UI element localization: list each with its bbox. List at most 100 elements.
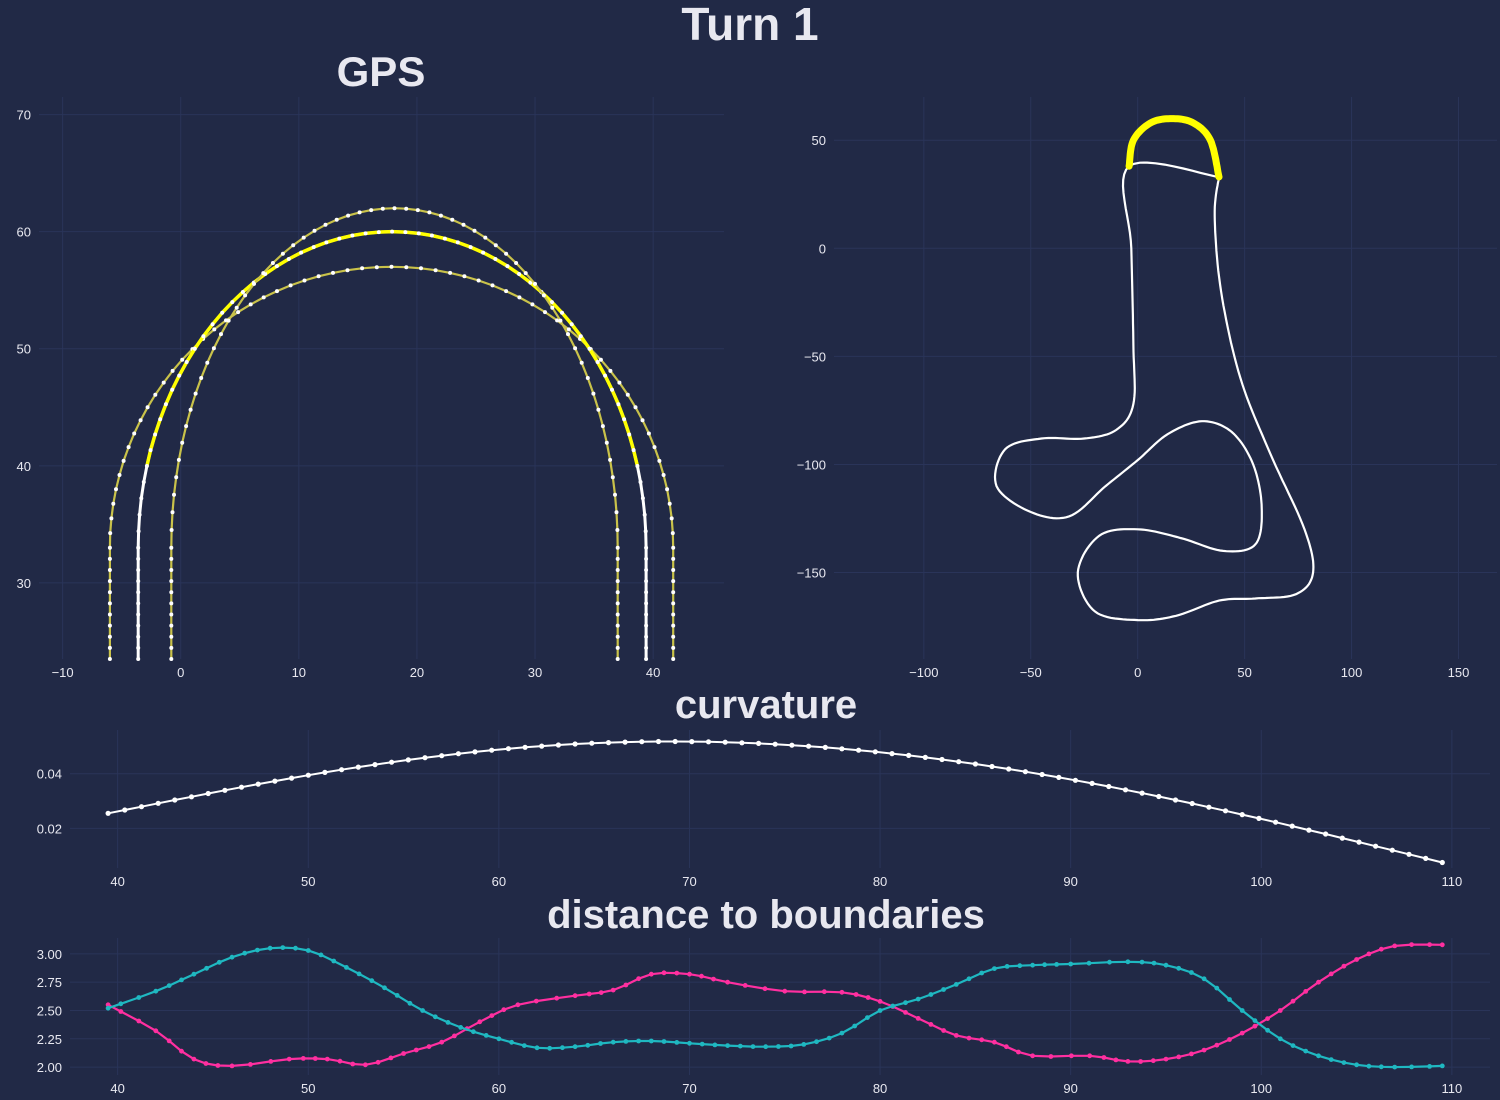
distance-pink-point: [1378, 946, 1384, 952]
distance-cyan-point: [420, 1008, 425, 1013]
distance-pink-point: [191, 1056, 197, 1062]
distance-cyan-point: [725, 1043, 730, 1048]
curvature-point: [188, 794, 195, 800]
distance-pink-point: [661, 970, 667, 976]
distance-pink-point: [489, 1013, 495, 1018]
gps-inner-boundary-point: [614, 510, 619, 515]
distance-cyan-point: [382, 985, 387, 991]
gps-outer-boundary-point: [404, 265, 409, 270]
gps-outer-boundary-point: [667, 501, 672, 506]
gps-x-tick-label: 30: [528, 665, 542, 680]
gps-outer-boundary-point: [107, 568, 112, 572]
gps-inner-boundary-point: [392, 206, 397, 211]
distance-pink-point: [1366, 951, 1372, 957]
curvature-point: [505, 746, 511, 752]
distance-pink-point: [1125, 1059, 1131, 1064]
gps-inner-boundary-point: [573, 346, 578, 351]
distance-pink-point: [1004, 1044, 1009, 1050]
distance-pink-point: [1341, 963, 1347, 969]
distance-cyan-point: [1316, 1053, 1321, 1059]
distance-pink-point: [623, 982, 629, 988]
curvature-x-tick-label: 100: [1250, 874, 1272, 889]
distance-cyan-point: [915, 996, 921, 1002]
distance-cyan-point: [1290, 1043, 1296, 1048]
gps-outer-boundary-point: [275, 289, 279, 294]
distance-pink-point: [1113, 1057, 1119, 1063]
distance-pink-point: [248, 1062, 253, 1067]
distance-pink-point: [802, 989, 807, 995]
gps-inner-boundary-point: [180, 440, 185, 445]
distance-pink-point: [648, 971, 654, 977]
gps-outer-boundary-point: [107, 623, 112, 628]
gps-outer-boundary-point: [132, 431, 137, 436]
gps-outer-boundary-point: [117, 473, 122, 477]
gps-inner-boundary-point: [615, 623, 620, 628]
distance-cyan-point: [1054, 962, 1059, 967]
gps-racing-line-point: [136, 634, 141, 639]
gps-inner-boundary-point: [346, 213, 351, 218]
distance-cyan-point: [445, 1020, 451, 1025]
curvature-point: [1339, 835, 1345, 841]
distance-cyan-point: [1439, 1063, 1445, 1069]
curvature-point: [689, 739, 695, 745]
curvature-x-tick-label: 40: [110, 874, 124, 889]
map-y-tick-label: 50: [812, 133, 826, 148]
distance-pink-point: [1354, 957, 1359, 962]
gps-outer-boundary-point: [108, 531, 113, 536]
gps-outer-boundary-point: [180, 357, 185, 362]
distance-x-tick-label: 50: [301, 1081, 315, 1096]
distance-cyan-point: [153, 988, 159, 994]
distance-cyan-point: [105, 1005, 111, 1011]
curvature-point: [372, 762, 378, 768]
gps-inner-boundary-point: [610, 475, 615, 480]
distance-pink-point: [363, 1062, 368, 1068]
distance-x-tick-label: 60: [492, 1081, 506, 1096]
gps-outer-boundary-point: [671, 568, 676, 572]
gps-inner-boundary-point: [169, 545, 174, 550]
gps-outer-boundary-point: [212, 327, 217, 332]
distance-pink-point: [979, 1037, 985, 1043]
distance-cyan-point: [1163, 962, 1169, 968]
distance-pink-point: [742, 983, 748, 988]
gps-racing-line-point: [622, 417, 627, 422]
gps-outer-boundary-point: [646, 431, 651, 436]
gps-inner-boundary-point: [514, 261, 519, 265]
gps-outer-boundary-point: [598, 357, 603, 362]
distance-pink-point: [1303, 989, 1309, 994]
map-x-tick-label: 0: [1134, 665, 1141, 680]
gps-racing-line-point: [627, 432, 632, 437]
curvature-point: [1239, 812, 1245, 818]
gps-outer-boundary-point: [671, 545, 676, 550]
distance-x-tick-label: 40: [110, 1081, 124, 1096]
gps-outer-boundary-point: [107, 601, 112, 606]
curvature-x-tick-label: 60: [492, 874, 506, 889]
distance-x-tick-label: 100: [1250, 1081, 1272, 1096]
distance-cyan-point: [1201, 976, 1207, 982]
distance-pink-point: [286, 1056, 292, 1062]
gps-outer-boundary-point: [543, 310, 547, 315]
distance-pink-point: [928, 1022, 934, 1027]
distance-cyan-point: [191, 971, 197, 977]
curvature-point: [1072, 777, 1078, 783]
curvature-point: [1189, 800, 1195, 807]
gps-y-tick-label: 50: [17, 342, 31, 357]
curvature-point: [839, 746, 845, 752]
gps-inner-boundary-point: [169, 590, 174, 595]
distance-cyan-point: [118, 1001, 124, 1007]
curvature-x-tick-label: 70: [682, 874, 696, 889]
gps-outer-boundary-point: [389, 264, 394, 269]
map-x-tick-label: 100: [1341, 665, 1363, 680]
distance-cyan-point: [788, 1043, 794, 1049]
distance-cyan-point: [763, 1044, 769, 1050]
gps-outer-boundary-point: [671, 556, 676, 561]
figure-title: Turn 1: [681, 0, 818, 50]
curvature-point: [305, 772, 311, 778]
distance-cyan-point: [179, 977, 184, 983]
curvature-point: [1439, 859, 1445, 866]
distance-cyan-point: [1189, 970, 1194, 975]
curvature-point: [222, 787, 228, 793]
gps-racing-line-point: [560, 310, 564, 315]
curvature-point: [872, 749, 878, 755]
gps-racing-line-point: [240, 290, 245, 294]
distance-pink-point: [1030, 1053, 1035, 1059]
